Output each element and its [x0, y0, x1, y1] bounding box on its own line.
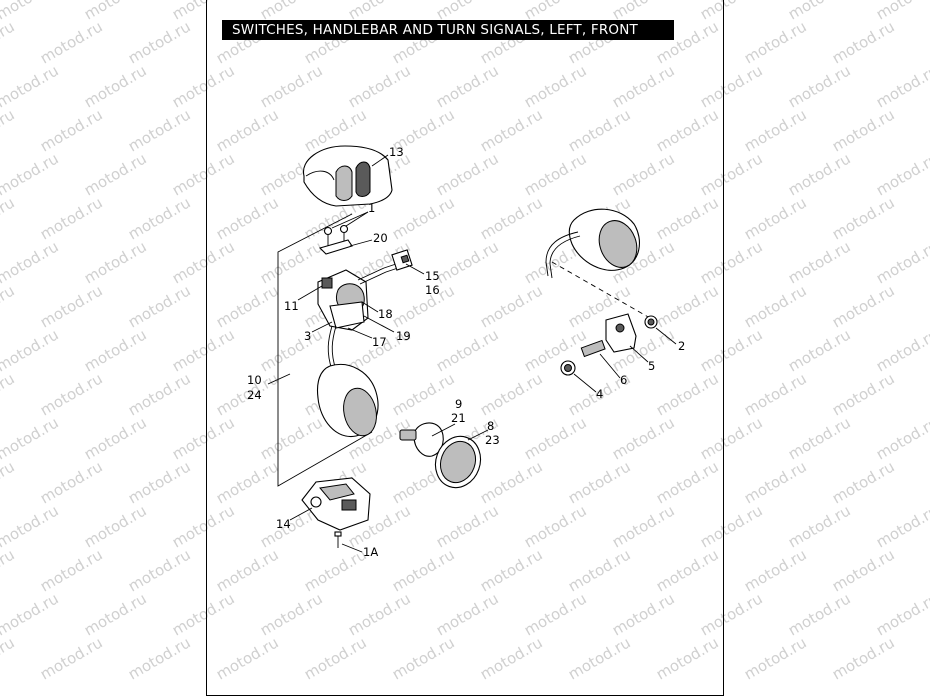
callout-11: 11	[284, 299, 299, 313]
callout-8: 8	[487, 419, 494, 433]
lower-switch-housing	[301, 477, 371, 531]
callout-16: 16	[425, 283, 440, 297]
callout-6: 6	[620, 373, 627, 387]
threaded-stud	[580, 339, 606, 358]
callout-15: 15	[425, 269, 440, 283]
housing-screw	[334, 531, 342, 548]
diagram-frame	[206, 0, 724, 696]
callout-4: 4	[596, 387, 603, 401]
page-title: SWITCHES, HANDLEBAR AND TURN SIGNALS, LE…	[222, 20, 674, 40]
screw-pair	[323, 224, 349, 246]
callout-2: 2	[678, 339, 685, 353]
turn-signal-bulb	[399, 422, 444, 457]
switch-assembly	[317, 249, 413, 331]
turn-signal-lens	[434, 435, 482, 489]
callout-20: 20	[373, 231, 388, 245]
bracket-hole	[615, 323, 625, 333]
callout-17: 17	[372, 335, 387, 349]
left-turn-signal-housing	[316, 364, 379, 438]
callout-24: 24	[247, 388, 262, 402]
callout-23: 23	[485, 433, 500, 447]
lock-nut	[644, 315, 658, 329]
leader-lines	[267, 154, 677, 553]
mounted-turn-signal	[545, 208, 651, 319]
mounting-bracket	[605, 313, 637, 353]
hex-nut	[560, 360, 576, 376]
callout-14: 14	[276, 517, 291, 531]
callout-13: 13	[389, 145, 404, 159]
upper-switch-housing	[302, 145, 393, 207]
assembly-group-outline	[277, 213, 373, 487]
callout-18: 18	[378, 307, 393, 321]
callout-21: 21	[451, 411, 466, 425]
callout-10: 10	[247, 373, 262, 387]
callout-labels: 13 1 20 15 16 11 18 3 19 17 10 24 9 21 8…	[247, 145, 685, 559]
callout-3: 3	[304, 329, 311, 343]
signal-wire	[327, 325, 333, 371]
callout-19: 19	[396, 329, 411, 343]
callout-1: 1	[368, 201, 375, 215]
callout-5: 5	[648, 359, 655, 373]
wire-clamp	[318, 239, 353, 255]
callout-9: 9	[455, 397, 462, 411]
callout-1A: 1A	[363, 545, 378, 559]
